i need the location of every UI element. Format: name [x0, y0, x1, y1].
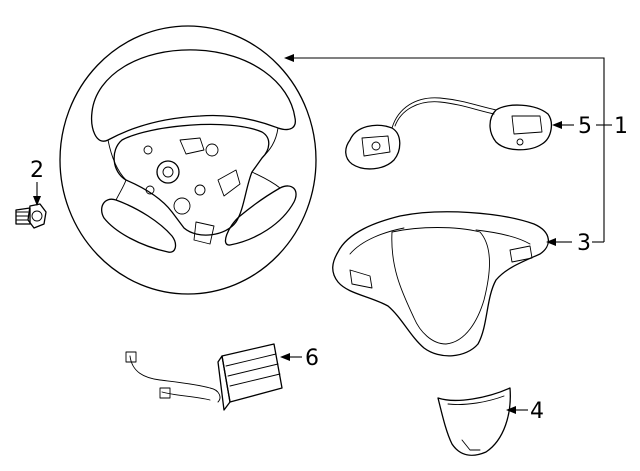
- callout-2: 2: [30, 158, 44, 183]
- bolt: [15, 203, 47, 229]
- lower-cover: [437, 387, 511, 456]
- callout-1: 1: [614, 114, 628, 139]
- steering-wheel: [59, 25, 317, 295]
- airbag-module: [125, 343, 283, 411]
- callout-3: 3: [577, 231, 591, 256]
- leader-lines: [36, 57, 612, 411]
- callout-4: 4: [530, 399, 544, 424]
- callout-5: 5: [578, 114, 592, 139]
- arrowheads: [33, 54, 562, 414]
- trim-cover: [332, 211, 549, 357]
- callout-6: 6: [305, 346, 319, 371]
- switch-assembly: [345, 97, 553, 170]
